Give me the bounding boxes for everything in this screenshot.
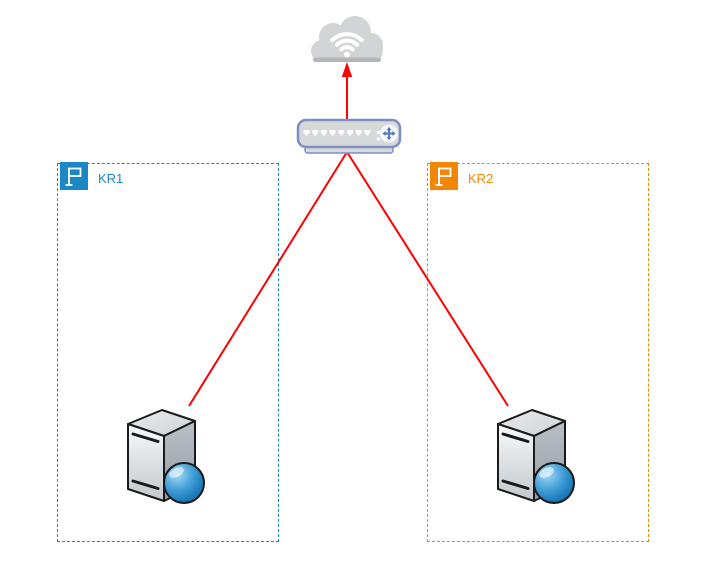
server-kr1-node[interactable] xyxy=(120,403,212,507)
switch-node[interactable] xyxy=(296,118,402,158)
server-slots xyxy=(501,432,530,490)
cloud-wifi-icon xyxy=(311,16,383,62)
connector-server2-to-switch[interactable] xyxy=(346,151,509,407)
server-globe-icon xyxy=(127,409,205,504)
wifi-dot xyxy=(344,51,350,58)
zone-kr1-label: KR1 xyxy=(98,171,124,186)
hub-arrows-icon xyxy=(382,126,396,141)
flag-icon xyxy=(430,162,458,190)
switch-ports xyxy=(303,130,371,136)
flag-icon xyxy=(60,162,88,190)
switch-led xyxy=(376,130,381,135)
server-kr2-node[interactable] xyxy=(490,403,582,507)
connector-arrowhead xyxy=(341,62,353,77)
globe-highlight xyxy=(539,467,554,478)
switch-led xyxy=(376,137,381,141)
flag-glyph xyxy=(435,167,452,186)
zone-kr2[interactable]: KR2 xyxy=(427,162,649,542)
flag-glyph xyxy=(65,167,82,186)
globe-sphere xyxy=(163,462,205,504)
wifi-arcs xyxy=(330,32,364,52)
server-globe-icon xyxy=(497,409,575,504)
globe-highlight xyxy=(169,467,184,478)
cloud-shadow xyxy=(313,57,381,62)
connector-server1-to-switch[interactable] xyxy=(188,151,348,407)
zone-kr1[interactable]: KR1 xyxy=(57,162,279,542)
switch-icon xyxy=(296,118,402,154)
zone-kr2-label: KR2 xyxy=(468,171,494,186)
internet-cloud-node[interactable] xyxy=(301,10,393,68)
server-slots xyxy=(131,432,160,490)
globe-sphere xyxy=(533,462,575,504)
